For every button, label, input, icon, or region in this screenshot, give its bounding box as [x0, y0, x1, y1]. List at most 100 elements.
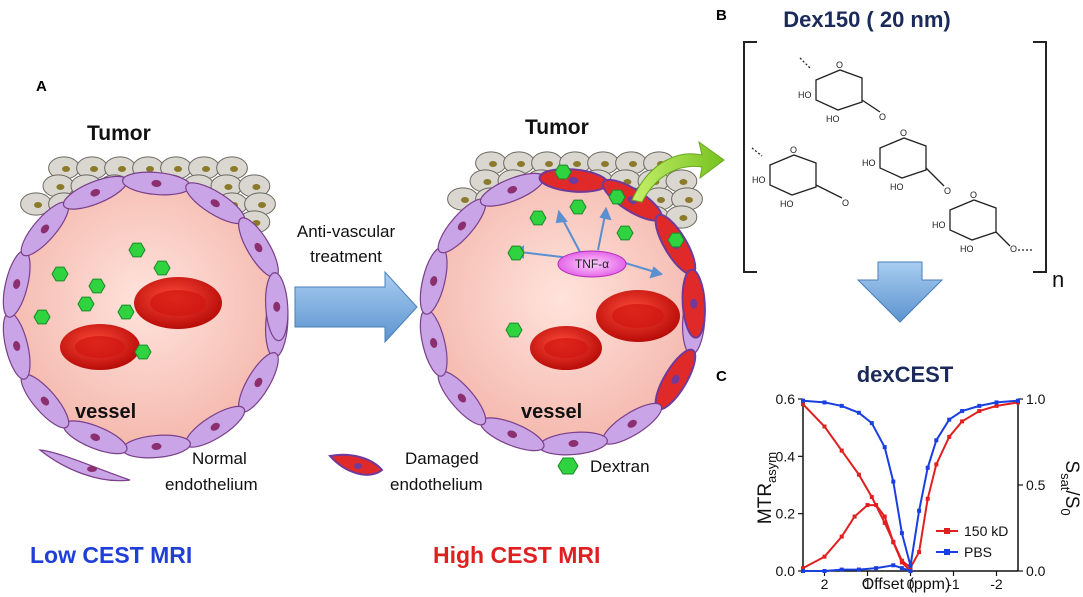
endothelial-cell-nucleus	[507, 185, 518, 194]
endothelial-cell-nucleus	[40, 396, 50, 406]
glucose-ring	[769, 154, 817, 196]
data-point	[1016, 398, 1020, 403]
legend-entry: PBS	[964, 544, 992, 560]
tumor-cell-nucleus	[56, 184, 65, 190]
data-point	[852, 514, 857, 519]
dextran-particle	[33, 309, 51, 325]
x-axis-label: Offset (ppm)	[862, 576, 951, 593]
chart-legend: 150 kD PBS	[936, 523, 1008, 560]
tumor-cell-nucleus	[118, 166, 126, 172]
data-point	[865, 503, 870, 508]
data-point	[882, 514, 887, 519]
atom-label: HO	[752, 175, 766, 185]
atom-label: HO	[862, 158, 876, 168]
dextran-particle	[507, 245, 525, 261]
left-vessel-label: vessel	[75, 401, 136, 423]
endothelial-cell-nucleus	[210, 422, 220, 431]
atom-label: O	[900, 128, 907, 138]
treatment-label-line2: treatment	[310, 247, 382, 266]
tumor-cell-nucleus	[629, 161, 637, 167]
glucose-ring	[949, 199, 997, 241]
glycosidic-bond	[815, 184, 843, 199]
tnf-arrow	[561, 217, 581, 253]
treatment-arrow	[294, 270, 418, 344]
data-point	[801, 569, 805, 573]
endothelial-cell-nucleus	[90, 433, 101, 442]
data-point	[839, 448, 844, 453]
tumor-cell-nucleus	[489, 161, 497, 167]
tumor-cell-nucleus	[252, 184, 261, 190]
right-y-label: Ssat/S0	[1058, 460, 1082, 515]
data-point	[934, 438, 939, 443]
data-point	[822, 424, 827, 429]
endothelial-cell-nucleus	[90, 188, 101, 197]
tumor-cell-nucleus	[34, 202, 42, 208]
endothelial-cell-nucleus	[627, 419, 637, 428]
atom-label: HO	[960, 244, 974, 254]
tumor-cell-nucleus	[202, 166, 210, 172]
damaged-endothelium-nucleus-icon	[354, 463, 362, 469]
tumor-cell-nucleus	[679, 215, 688, 221]
data-point	[856, 472, 861, 477]
normal-endothelium-icon	[38, 449, 131, 482]
data-point	[899, 566, 904, 571]
tumor-cell-nucleus	[573, 161, 581, 167]
endothelial-cell	[419, 247, 448, 315]
atom-label: O	[970, 190, 977, 200]
left-y-tick-label: 0.4	[776, 448, 796, 464]
zoom-arrow	[631, 140, 725, 203]
svg-text:Ssat/S0: Ssat/S0	[1058, 460, 1082, 515]
endothelial-cell-nucleus	[40, 224, 50, 234]
atom-label: HO	[798, 90, 812, 100]
right-y-label-s: S	[1061, 460, 1082, 473]
atom-label: HO	[890, 182, 904, 192]
tumor-cell-nucleus	[230, 166, 238, 172]
dextran-particle	[88, 278, 106, 294]
series-line-150-kd-left	[802, 504, 912, 572]
right-dextran	[505, 164, 685, 338]
repeat-n-label: n	[1052, 267, 1064, 292]
endothelial-cell	[62, 420, 128, 455]
glucose-ring	[815, 69, 863, 111]
legend-entry: 150 kD	[964, 523, 1008, 539]
data-point	[822, 554, 827, 559]
panel-label-a: A	[36, 78, 47, 95]
data-point	[874, 566, 879, 571]
endothelial-cell-nucleus	[210, 199, 220, 208]
endothelial-cell-nucleus	[254, 242, 263, 253]
data-point	[917, 550, 922, 555]
tumor-cell-nucleus	[517, 161, 525, 167]
tumor-cell-nucleus	[146, 166, 154, 172]
x-tick-label: 2	[821, 576, 829, 592]
left-endothelium	[2, 171, 289, 459]
endothelial-cell	[121, 434, 191, 459]
atom-label: O	[842, 198, 849, 208]
endothelial-cell-nucleus	[151, 179, 162, 188]
low-cest-label: Low CEST MRI	[30, 542, 192, 568]
atom-label: HO	[780, 199, 794, 209]
left-y-tick-label: 0.2	[776, 506, 796, 522]
panel-label-b: B	[716, 7, 727, 24]
endothelial-cell-nucleus	[457, 221, 467, 231]
x-tick-label: -1	[947, 576, 960, 592]
legend-damaged-line1: Damaged	[405, 449, 479, 468]
data-point	[822, 400, 827, 405]
dextran-particle	[134, 344, 152, 360]
tnf-arrow-head	[555, 209, 568, 224]
data-point	[891, 479, 896, 484]
data-point	[801, 398, 805, 403]
atom-label: O	[944, 186, 951, 196]
data-point	[891, 563, 896, 568]
left-y-tick-label: 0.0	[776, 563, 796, 579]
damaged-endothelial-cell	[681, 268, 706, 339]
data-point	[891, 540, 896, 545]
right-tumor-label: Tumor	[525, 116, 589, 139]
treatment-label-line1: Anti-vascular	[297, 222, 396, 241]
data-point	[874, 503, 879, 508]
dextran-particle	[505, 322, 523, 338]
legend-damaged-line2: endothelium	[390, 475, 483, 494]
tumor-cell-nucleus	[62, 166, 70, 172]
tnf-arrow-head	[649, 266, 664, 279]
tumor-cell-nucleus	[657, 197, 665, 203]
